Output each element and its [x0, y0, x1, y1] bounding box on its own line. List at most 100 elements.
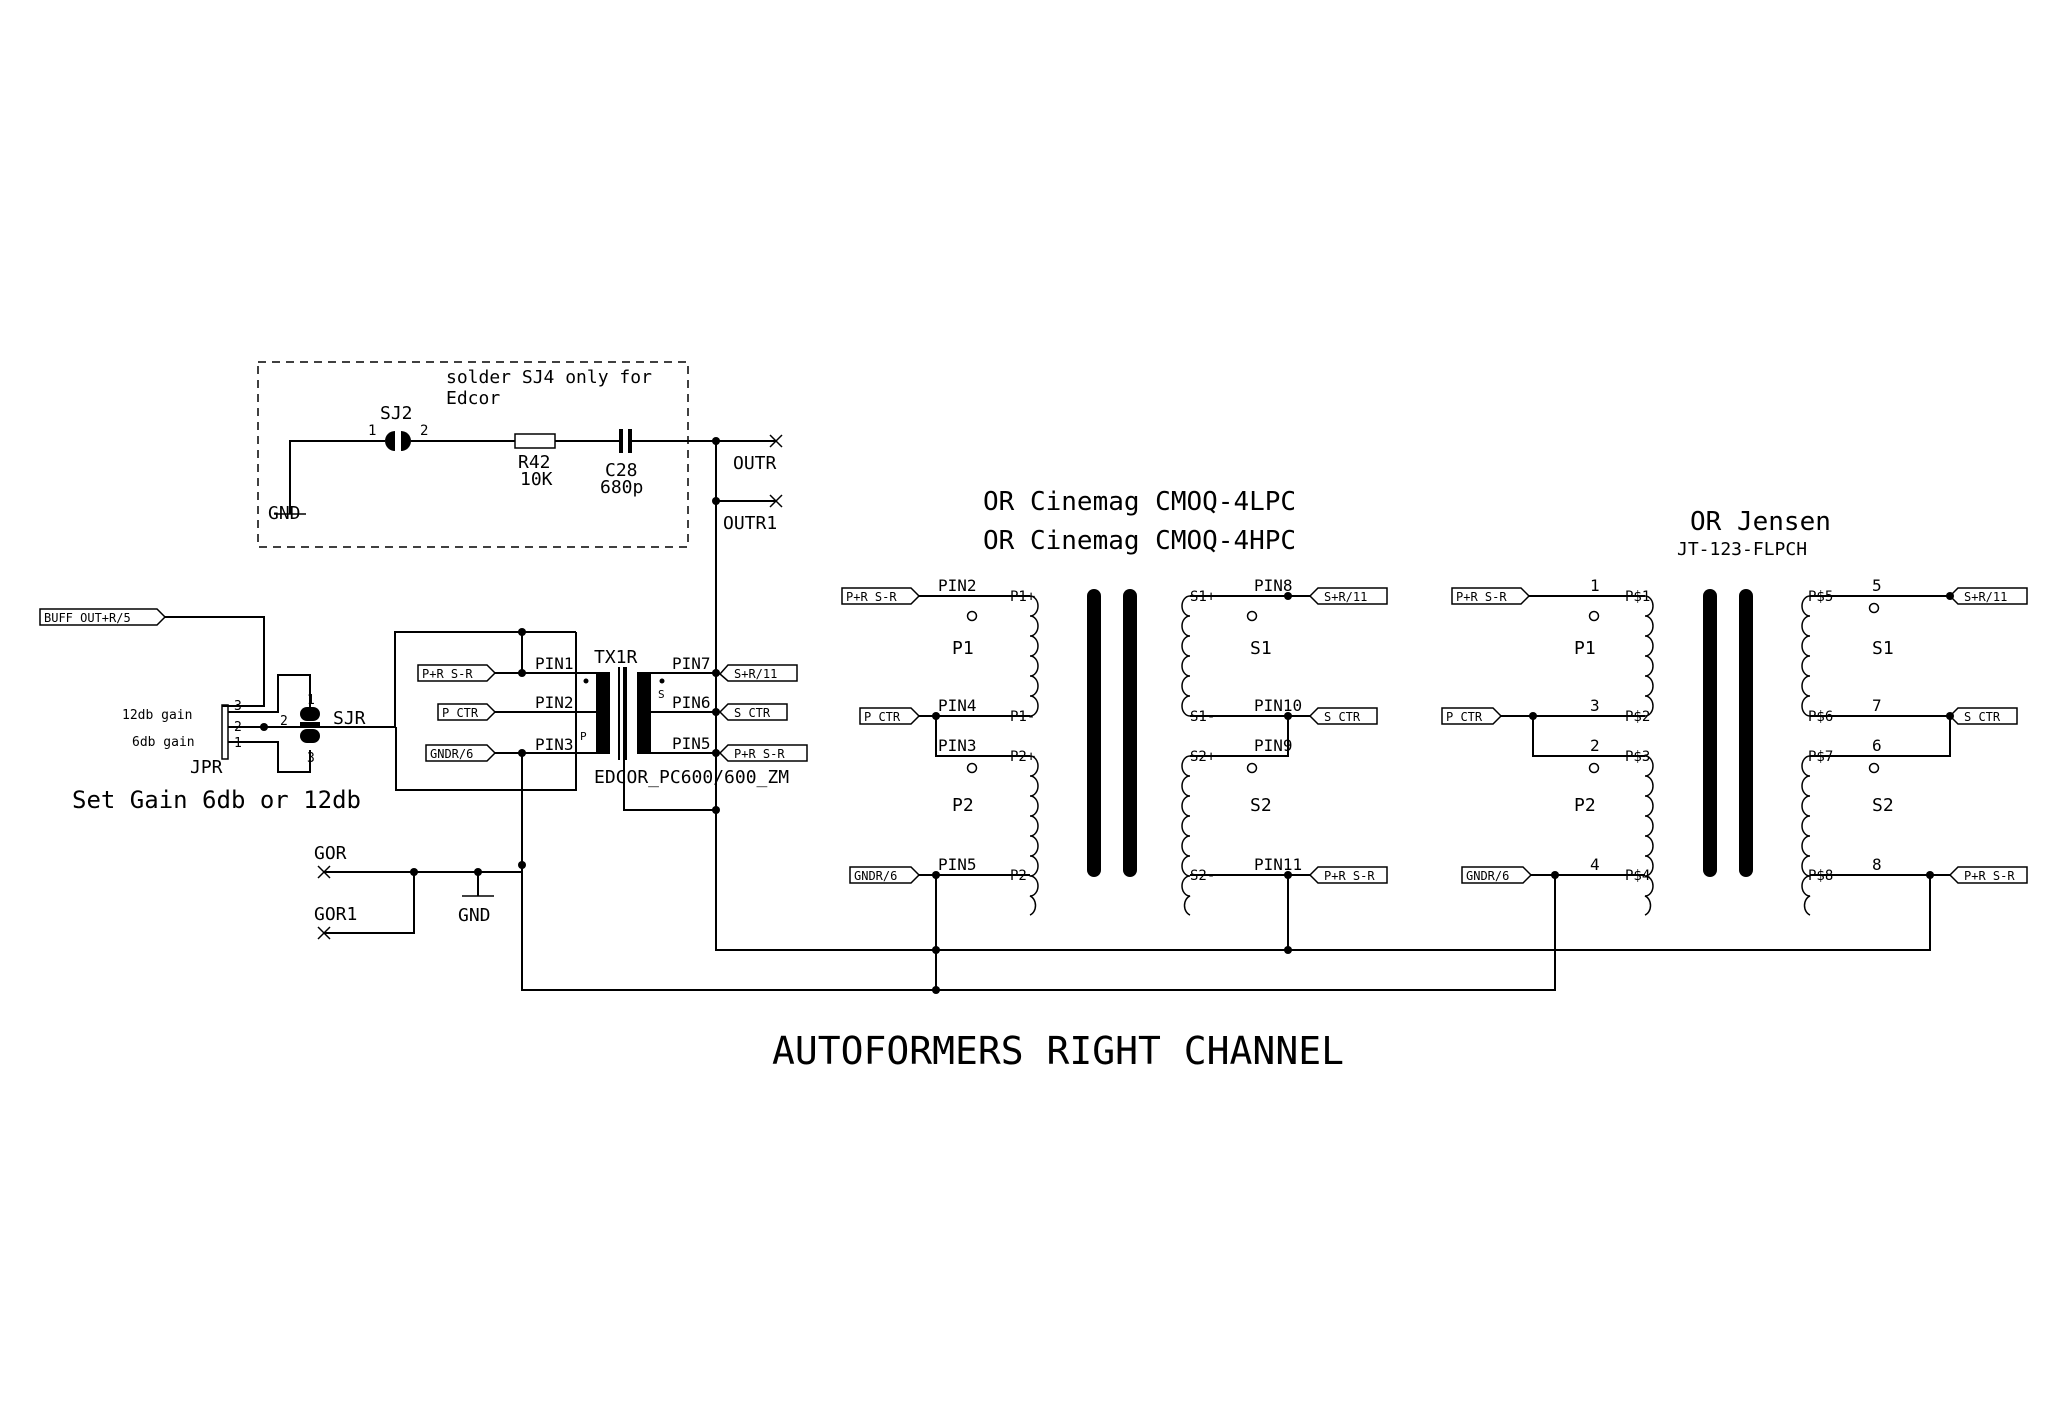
port-s-r-11-cm-label: S+R/11 — [1324, 590, 1367, 604]
r42-value: 10K — [520, 469, 553, 490]
port-p-ctr-jt — [1441, 707, 1503, 725]
jt-p2: P2 — [1574, 795, 1596, 816]
port-gndr-cm-label: GNDR/6 — [854, 869, 897, 883]
c28-name: C28 — [605, 460, 638, 481]
jt-n1: 1 — [1590, 576, 1600, 595]
port-p-r-s-r-jt — [1451, 587, 1531, 605]
gain-caption: Set Gain 6db or 12db — [72, 786, 361, 814]
port-p-ctr-jt-label: P_CTR — [1446, 710, 1483, 724]
jpr-name: JPR — [190, 757, 223, 778]
port-gndr-jt — [1461, 866, 1533, 884]
cm-pin4: PIN4 — [938, 696, 977, 715]
c28-capacitor — [619, 429, 632, 453]
jt-n2: 2 — [1590, 736, 1600, 755]
port-p-r-s-r-tx1r-label: P+R_S-R — [422, 667, 473, 681]
port-s-r-11-cm — [1308, 587, 1388, 605]
jt-coil-p2 — [1644, 755, 1654, 916]
outr-label: OUTR — [733, 453, 777, 474]
jt-s1: S1 — [1872, 638, 1894, 659]
port-s-ctr-cm-label: S_CTR — [1324, 710, 1361, 724]
tx1r-pin3: PIN3 — [535, 735, 574, 754]
port-p-r-s-r-tx1r-out-label: P+R_S-R — [734, 747, 785, 761]
port-s-ctr-cm — [1308, 707, 1378, 725]
jt-ps6: P$6 — [1808, 709, 1833, 725]
gor1-label: GOR1 — [314, 904, 357, 925]
cm-coil-s1 — [1181, 595, 1191, 717]
jt-ps3: P$3 — [1625, 749, 1650, 765]
tx1r-pin6: PIN6 — [672, 693, 711, 712]
cm-p2m: P2- — [1010, 868, 1035, 884]
cm-p1m: P1- — [1010, 709, 1035, 725]
port-s-ctr-tx1r-label: S_CTR — [734, 706, 771, 720]
cm-s2p: S2+ — [1190, 749, 1215, 765]
port-s-r-11-tx1r — [718, 664, 798, 682]
jensen-title2: JT-123-FLPCH — [1677, 539, 1807, 560]
edcor-option-box — [257, 361, 689, 548]
cm-p2p: P2+ — [1010, 749, 1035, 765]
jt-coil-p1 — [1644, 595, 1654, 717]
jpr-pin1: 1 — [234, 736, 242, 751]
sjr-pin1: 1 — [307, 693, 315, 708]
note-line1: solder SJ4 only for — [446, 367, 652, 388]
gnd-label-bottom: GND — [458, 905, 491, 926]
cm-pin11: PIN11 — [1254, 855, 1302, 874]
port-s-ctr-tx1r — [718, 703, 788, 721]
port-p-ctr-cm — [859, 707, 921, 725]
port-s-r-11-tx1r-label: S+R/11 — [734, 667, 777, 681]
cm-p1: P1 — [952, 638, 974, 659]
cm-p1p: P1+ — [1010, 589, 1035, 605]
tx1r-value: EDCOR_PC600/600_ZM — [594, 767, 789, 788]
jt-n4: 4 — [1590, 855, 1600, 874]
cm-pin5: PIN5 — [938, 855, 977, 874]
port-gndr-cm — [849, 866, 921, 884]
sj2-pin2: 2 — [420, 423, 428, 439]
port-p-ctr-cm-label: P_CTR — [864, 710, 901, 724]
port-p-ctr-tx1r — [437, 703, 497, 721]
gain-12db-label: 12db gain — [122, 708, 192, 723]
cm-s1p: S1+ — [1190, 589, 1215, 605]
port-gndr-tx1r-label: GNDR/6 — [430, 747, 473, 761]
sjr-pin2: 2 — [280, 714, 288, 729]
jt-coil-s2 — [1801, 755, 1811, 916]
gain-6db-label: 6db gain — [132, 735, 195, 750]
jt-n8: 8 — [1872, 855, 1882, 874]
sjr-name: SJR — [333, 708, 366, 729]
sj2-pin1: 1 — [368, 423, 376, 439]
port-p-r-s-r-cm-out-label: P+R_S-R — [1324, 869, 1375, 883]
port-p-r-s-r-cm-label: P+R_S-R — [846, 590, 897, 604]
port-gndr-jt-label: GNDR/6 — [1466, 869, 1509, 883]
cm-pin9: PIN9 — [1254, 736, 1293, 755]
cm-pin10: PIN10 — [1254, 696, 1302, 715]
jt-ps2: P$2 — [1625, 709, 1650, 725]
jpr-pin3: 3 — [234, 699, 242, 714]
port-s-ctr-jt-label: S_CTR — [1964, 710, 2001, 724]
cm-s1: S1 — [1250, 638, 1272, 659]
port-p-r-s-r-jt-out-label: P+R_S-R — [1964, 869, 2015, 883]
port-buff-out — [39, 608, 167, 626]
r42-resistor — [514, 433, 556, 449]
jpr-jumper — [221, 704, 238, 760]
jt-ps8: P$8 — [1808, 868, 1833, 884]
jt-p1: P1 — [1574, 638, 1596, 659]
cm-s2m: S2- — [1190, 868, 1215, 884]
port-p-r-s-r-cm — [841, 587, 921, 605]
jt-n3: 3 — [1590, 696, 1600, 715]
jt-ps7: P$7 — [1808, 749, 1833, 765]
cm-s1m: S1- — [1190, 709, 1215, 725]
cinemag-title2: OR Cinemag CMOQ-4HPC — [983, 526, 1296, 556]
gor-label: GOR — [314, 843, 347, 864]
sjr-pin3: 3 — [307, 751, 315, 766]
jt-s2: S2 — [1872, 795, 1894, 816]
jt-ps4: P$4 — [1625, 868, 1650, 884]
cinemag-title1: OR Cinemag CMOQ-4LPC — [983, 487, 1296, 517]
port-p-r-s-r-tx1r — [417, 664, 497, 682]
cm-coil-p1 — [1029, 595, 1039, 717]
port-p-r-s-r-jt-label: P+R_S-R — [1456, 590, 1507, 604]
cm-coil-s2 — [1181, 755, 1191, 916]
cm-p2: P2 — [952, 795, 974, 816]
cm-s2: S2 — [1250, 795, 1272, 816]
r42-name: R42 — [518, 452, 551, 473]
jt-coil-s1 — [1801, 595, 1811, 717]
port-s-r-11-jt-label: S+R/11 — [1964, 590, 2007, 604]
